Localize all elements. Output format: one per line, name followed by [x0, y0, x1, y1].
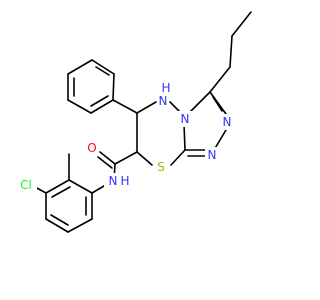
carbonyl-oxygen: O	[87, 141, 96, 155]
sulfur-label: S	[154, 159, 168, 175]
ring-nh-n: N	[159, 94, 168, 108]
bond-lines	[32, 11, 252, 233]
amide-nitrogen: N	[109, 174, 118, 188]
triazole-n1-label: N	[220, 114, 234, 130]
atom-labels: H N N N N S O N H Cl	[15, 81, 234, 193]
oxygen-label: O	[85, 140, 99, 156]
chlorine-label: Cl	[15, 177, 37, 193]
chlorine-atom: Cl	[20, 178, 32, 192]
amide-hydrogen: H	[120, 174, 129, 188]
amide-nh-label: N H	[104, 173, 132, 189]
molecule-structure: H N N N N S O N H Cl	[15, 11, 252, 233]
fused-nitrogen: N	[181, 112, 190, 126]
sulfur-atom: S	[157, 160, 165, 174]
triazole-n2-label: N	[205, 147, 219, 163]
ring-nh-h: H	[161, 81, 170, 95]
triazole-nitrogen-1: N	[223, 115, 232, 129]
fused-nitrogen-label: N	[178, 111, 192, 127]
ring-nh-label: H N	[159, 81, 171, 108]
triazole-nitrogen-2: N	[208, 148, 217, 162]
